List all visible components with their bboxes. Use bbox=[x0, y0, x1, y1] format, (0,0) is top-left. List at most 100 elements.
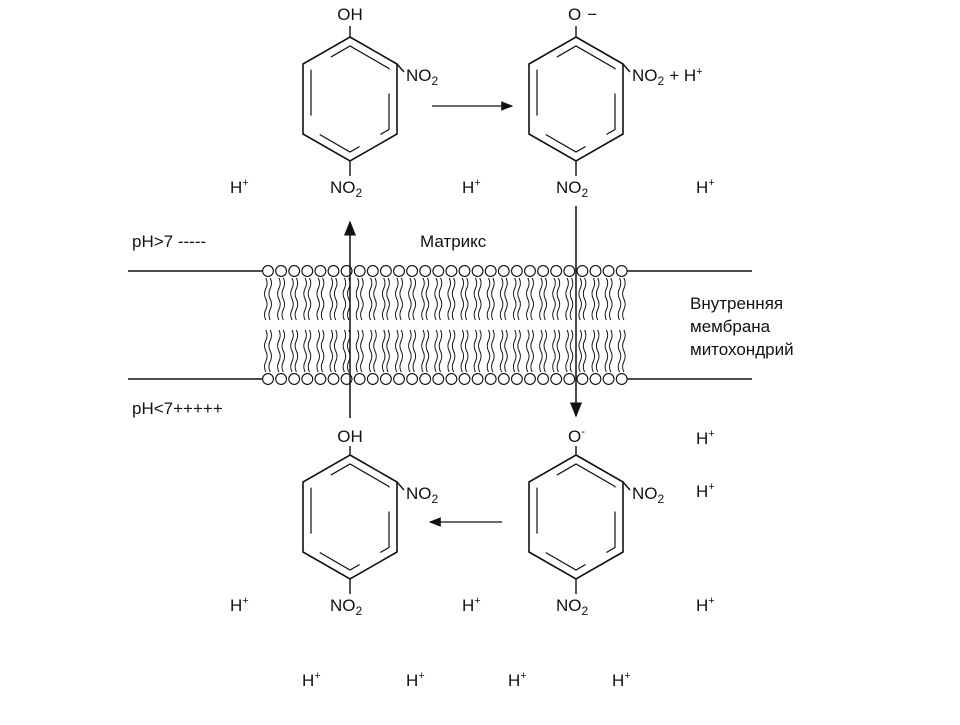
lipid-head bbox=[497, 265, 510, 277]
lipid-head bbox=[550, 265, 563, 277]
lipid-tail bbox=[504, 329, 508, 373]
lipid-head bbox=[471, 265, 484, 277]
lipid-tail bbox=[499, 277, 504, 321]
lipid-tail bbox=[609, 277, 613, 321]
lipid-tail bbox=[464, 329, 469, 373]
lipid-head bbox=[524, 373, 536, 385]
lipid-tail bbox=[303, 329, 307, 373]
lipid-tail bbox=[316, 277, 320, 321]
lipid-tail bbox=[447, 329, 451, 373]
lipid-tail bbox=[399, 329, 403, 373]
lipid-tail bbox=[539, 329, 543, 373]
lipid-head bbox=[524, 265, 536, 277]
proton-label: H+ bbox=[612, 670, 631, 690]
proton-label: H+ bbox=[696, 177, 715, 197]
lipid-tail bbox=[622, 329, 626, 373]
lipid-tail bbox=[408, 277, 412, 321]
br-nitro-para-label: NO2 bbox=[556, 596, 589, 618]
lipid-tail bbox=[329, 329, 334, 373]
lipid-head bbox=[419, 265, 432, 277]
bl-nitro-side-label: NO2 bbox=[406, 484, 439, 506]
proton-label: H+ bbox=[696, 428, 715, 448]
lipid-head bbox=[458, 373, 471, 385]
proton-label: H+ bbox=[508, 670, 527, 690]
lipid-head bbox=[510, 265, 523, 277]
lipid-tail bbox=[617, 277, 622, 321]
lipid-head bbox=[550, 373, 563, 385]
lipid-tail bbox=[290, 329, 294, 373]
lipid-head bbox=[497, 373, 510, 385]
lipid-head bbox=[432, 373, 445, 385]
lipid-tail bbox=[569, 277, 574, 321]
ph-high-label: pH>7 ----- bbox=[132, 232, 206, 251]
lipid-tails bbox=[264, 277, 626, 373]
lipid-tail bbox=[373, 277, 377, 321]
lipid-tail bbox=[556, 329, 561, 373]
lipid-tail bbox=[578, 329, 582, 373]
lipid-tail bbox=[578, 277, 582, 321]
lipid-tail bbox=[512, 329, 517, 373]
membrane-label-line1: Внутренняя bbox=[690, 294, 783, 313]
tl-hydroxyl-label: OH bbox=[337, 5, 363, 24]
lipid-tail bbox=[526, 277, 530, 321]
bl-nitro-para-label: NO2 bbox=[330, 596, 363, 618]
lipid-head bbox=[314, 265, 327, 277]
proton-label: H+ bbox=[406, 670, 425, 690]
lipid-tail bbox=[460, 329, 465, 373]
lipid-head bbox=[432, 265, 445, 277]
lipid-tail bbox=[307, 329, 312, 373]
lipid-head bbox=[393, 265, 405, 277]
lipid-tail bbox=[281, 329, 286, 373]
ring-top-left bbox=[302, 26, 405, 176]
lipid-tail bbox=[486, 329, 491, 373]
proton-label: H+ bbox=[230, 595, 249, 615]
lipid-tail bbox=[604, 329, 609, 373]
lipid-tail bbox=[425, 329, 430, 373]
lipid-tail bbox=[595, 277, 600, 321]
lipid-tail bbox=[478, 329, 482, 373]
ring-bottom-right bbox=[528, 446, 631, 594]
proton-label: H+ bbox=[302, 670, 321, 690]
lipid-tail bbox=[473, 329, 478, 373]
lipid-tail bbox=[355, 329, 360, 373]
lipid-tail bbox=[499, 329, 504, 373]
lipid-tail bbox=[622, 277, 626, 321]
lipid-tail bbox=[447, 277, 451, 321]
lipid-head bbox=[458, 265, 471, 277]
lipid-tail bbox=[569, 329, 574, 373]
lipid-tail bbox=[307, 277, 312, 321]
lipid-tail bbox=[333, 277, 338, 321]
lipid-tail bbox=[512, 277, 517, 321]
lipid-head bbox=[445, 265, 458, 277]
lipid-tail bbox=[595, 329, 600, 373]
lipid-head bbox=[288, 373, 301, 385]
lipid-tail bbox=[373, 329, 377, 373]
lipid-tail bbox=[591, 329, 596, 373]
lipid-head bbox=[589, 265, 602, 277]
lipid-head bbox=[288, 265, 301, 277]
lipid-tail bbox=[434, 329, 438, 373]
membrane-label-line2: мембрана bbox=[690, 317, 771, 336]
lipid-tail bbox=[329, 277, 334, 321]
lipid-head bbox=[406, 373, 419, 385]
lipid-tail bbox=[451, 277, 456, 321]
lipid-head bbox=[484, 265, 497, 277]
lipid-head bbox=[563, 265, 576, 277]
ring-bottom-left bbox=[302, 446, 405, 594]
lipid-tail bbox=[395, 277, 399, 321]
lipid-tail bbox=[609, 329, 613, 373]
lipid-tail bbox=[264, 329, 268, 373]
lipid-head bbox=[576, 373, 589, 385]
ph-low-label: pH<7+++++ bbox=[132, 399, 223, 418]
tl-nitro-side-label: NO2 bbox=[406, 66, 439, 88]
lipid-tail bbox=[556, 277, 561, 321]
lipid-head bbox=[393, 373, 405, 385]
lipid-tail bbox=[543, 277, 548, 321]
lipid-tail bbox=[268, 277, 272, 321]
lipid-tail bbox=[342, 277, 347, 321]
lipid-tail bbox=[526, 329, 530, 373]
lipid-head bbox=[602, 265, 615, 277]
lipid-tail bbox=[451, 329, 456, 373]
lipid-tail bbox=[530, 277, 534, 321]
lipid-tail bbox=[425, 277, 430, 321]
